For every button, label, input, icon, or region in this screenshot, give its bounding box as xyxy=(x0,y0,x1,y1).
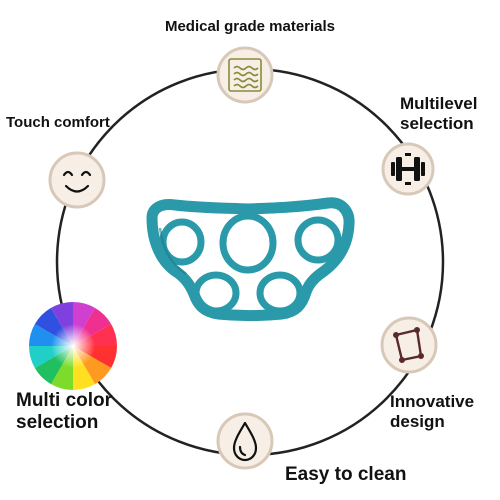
label-medical-grade: Medical grade materials xyxy=(164,18,336,35)
dumbbell-icon xyxy=(391,153,425,185)
label-multi-color-selection: Multi color selection xyxy=(16,390,113,433)
color-wheel-icon xyxy=(29,302,117,390)
label-touch-comfort: Touch comfort xyxy=(6,114,110,131)
finger-hole-3 xyxy=(294,216,342,264)
finger-hole-5 xyxy=(256,271,304,315)
label-multilevel-selection: Multilevel selection xyxy=(400,94,478,133)
quadrilateral-icon xyxy=(393,327,424,363)
water-drop-icon xyxy=(232,421,258,462)
stretcher-shading xyxy=(158,227,187,276)
badge-clean xyxy=(216,412,274,470)
label-easy-to-clean: Easy to clean xyxy=(285,464,407,485)
finger-hole-4 xyxy=(192,271,240,315)
finger-hole-2 xyxy=(219,212,277,274)
badge-medical xyxy=(216,46,274,104)
smiley-face-icon xyxy=(62,170,92,193)
finger-stretcher-product xyxy=(146,197,355,321)
badge-multilevel xyxy=(381,142,435,196)
stretcher-outline xyxy=(146,197,355,321)
fabric-waves-icon xyxy=(228,58,262,92)
badge-innovative xyxy=(380,316,438,374)
label-innovative-design: Innovative design xyxy=(390,392,475,431)
badge-color xyxy=(29,302,117,390)
badge-touch xyxy=(48,151,106,209)
outer-ring xyxy=(55,67,445,457)
